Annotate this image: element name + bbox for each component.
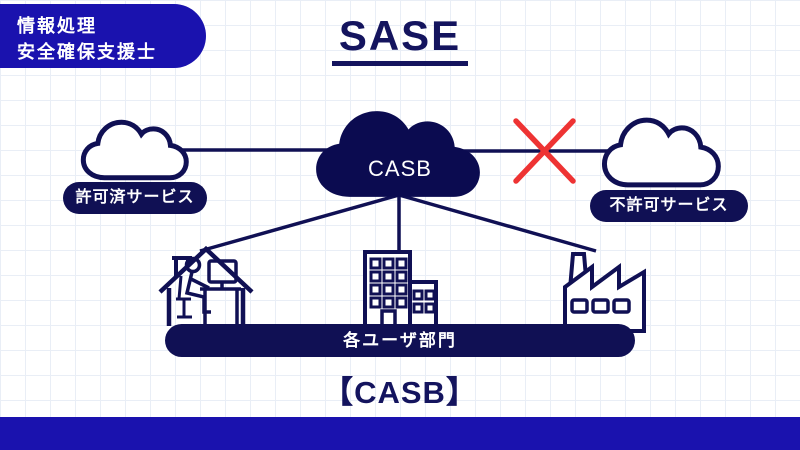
red-x-icon [513, 118, 576, 184]
building-door [380, 309, 397, 328]
casb-cloud-label: CASB [368, 156, 432, 181]
user-departments-bar: 各ユーザ部門 [165, 324, 635, 357]
down-line-factory [398, 193, 597, 253]
down-line-house [199, 193, 400, 253]
badge-line1: 情報処理 [17, 16, 97, 36]
bottom-accent-strip [0, 417, 800, 450]
certification-badge: 情報処理 安全確保支援士 [0, 4, 206, 68]
house-walls [166, 288, 246, 326]
approved-cloud-icon [83, 122, 186, 177]
worker-head [184, 256, 202, 274]
blocked-cloud-icon [604, 120, 718, 185]
casb-cloud-icon [316, 111, 480, 197]
worker-arm [190, 277, 210, 290]
desk [200, 282, 241, 325]
badge-line2: 安全確保支援士 [17, 42, 157, 63]
factory-windows [570, 298, 631, 314]
office-building-icon [363, 250, 438, 330]
blocked-service-label: 不許可サービス [590, 190, 748, 222]
building-windows [369, 257, 436, 314]
approved-service-label: 許可済サービス [63, 182, 207, 214]
casb-caption: 【CASB】 [322, 375, 478, 410]
chair [176, 275, 192, 319]
title-wrap: SASE [0, 13, 800, 67]
house-remote-work-icon [158, 245, 254, 326]
page-title: SASE [331, 13, 469, 67]
factory-icon [563, 252, 646, 333]
